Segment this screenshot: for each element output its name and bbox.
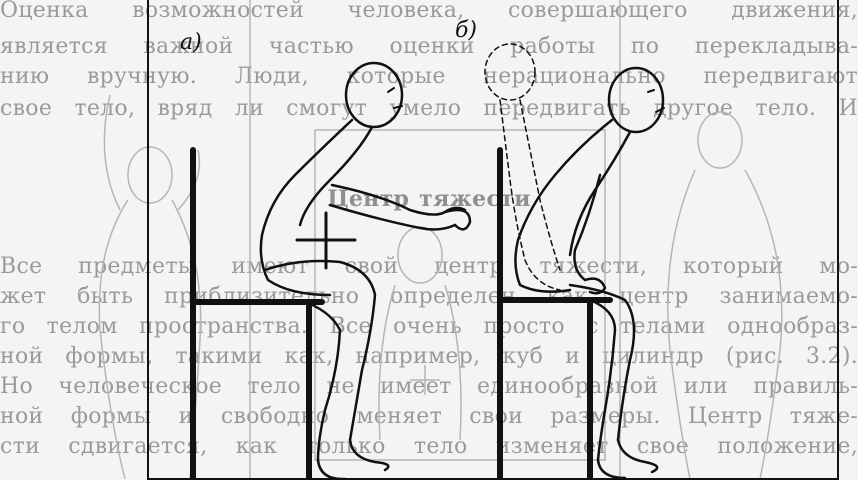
person-b-leg-front bbox=[570, 285, 634, 440]
person-b-eye bbox=[648, 90, 654, 92]
person-b-head-earlier bbox=[485, 44, 535, 100]
person-b-front-earlier bbox=[520, 100, 560, 270]
person-a-chest bbox=[300, 127, 372, 225]
person-b-head bbox=[609, 68, 663, 132]
person-b-back-earlier bbox=[500, 100, 560, 290]
person-a-head bbox=[346, 63, 402, 127]
person-a-foot bbox=[318, 460, 345, 479]
person-a-forearm bbox=[330, 205, 455, 229]
person-b-leg-back bbox=[590, 300, 615, 460]
person-b-foot bbox=[618, 440, 657, 472]
person-b-arm bbox=[574, 175, 600, 280]
person-b-foot bbox=[598, 460, 625, 478]
person-a-eye bbox=[388, 88, 394, 92]
person-b-hand bbox=[585, 279, 605, 294]
person-a-foot bbox=[350, 440, 388, 470]
